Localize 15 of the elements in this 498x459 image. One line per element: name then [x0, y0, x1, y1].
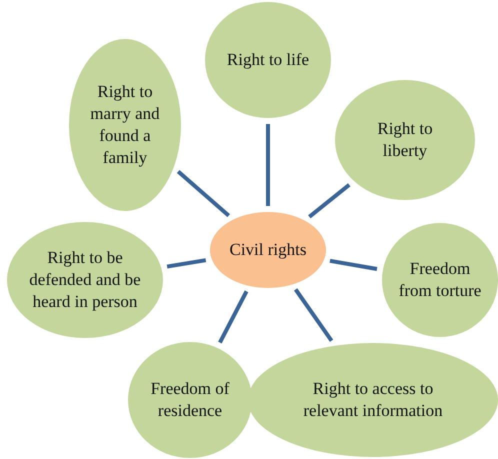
node-label: Freedom of residence — [150, 378, 230, 422]
connector-line — [176, 170, 230, 218]
connector-line — [218, 290, 248, 344]
node-label: Right to life — [226, 49, 310, 71]
node-label: Civil rights — [230, 239, 306, 261]
connector-line — [330, 258, 378, 271]
node-label: Right to marry and found a family — [89, 81, 161, 169]
connector-line — [166, 258, 206, 269]
connector-line — [266, 124, 270, 206]
connector-line — [308, 183, 350, 218]
node-label: Right to liberty — [376, 118, 434, 162]
node-label: Right to be defended and be heard in person — [28, 247, 142, 313]
connector-line — [294, 288, 334, 342]
node-label: Freedom from torture — [398, 258, 482, 302]
node-label: Right to access to relevant information — [302, 378, 444, 422]
